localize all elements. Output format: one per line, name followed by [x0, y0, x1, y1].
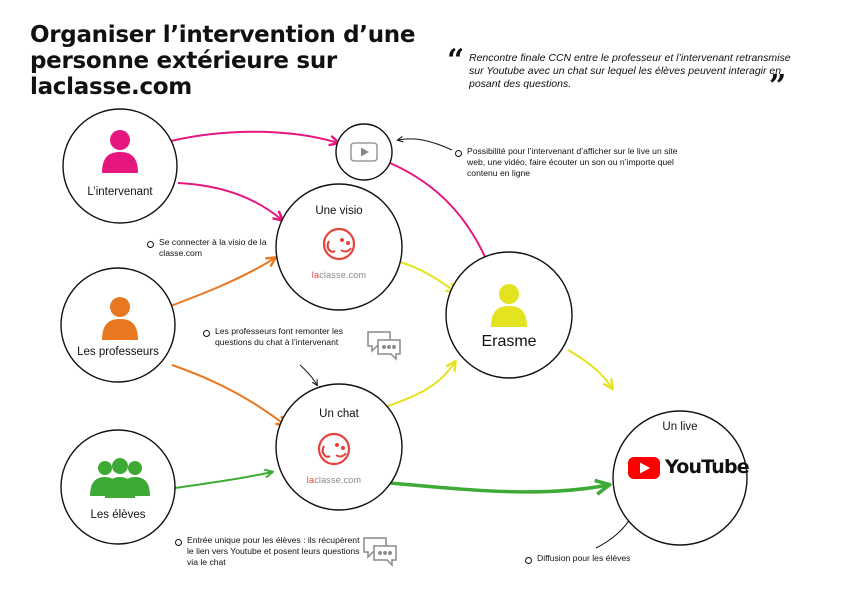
laclasse-wordmark: laclasse.com — [311, 270, 367, 280]
arrow-profs-to-chat — [171, 364, 285, 425]
arrow-eleves-to-chat — [174, 472, 272, 489]
chat-bubbles-icon — [363, 537, 397, 567]
quote-text: Rencontre finale CCN entre le professeur… — [469, 52, 791, 90]
arrow-profs-to-visio — [159, 258, 275, 311]
person-icon — [102, 130, 138, 173]
youtube-logo-icon — [628, 457, 660, 479]
note-profs-questions: Les professeurs font remonter les questi… — [215, 326, 344, 347]
label-professeurs: Les professeurs — [77, 346, 159, 358]
bullet-icon — [525, 557, 532, 564]
laclasse-wordmark: laclasse.com — [306, 475, 362, 485]
bullet-icon — [175, 539, 182, 546]
note-eleves-entry: Entrée unique pour les élèves : ils récu… — [187, 535, 360, 567]
annotation-arrow-chat — [299, 364, 317, 385]
arrow-video-to-erasme — [389, 162, 490, 268]
arrow-intervenant-to-visio — [177, 182, 282, 220]
annotation-arrow-diffusion — [595, 515, 632, 549]
bullet-icon — [455, 150, 462, 157]
note-diffusion: Diffusion pour les élèves — [537, 553, 631, 563]
arrow-erasme-to-live — [567, 349, 612, 388]
note-visio-connect: Se connecter à la visio de la classe.com — [159, 237, 267, 258]
label-visio: Une visio — [315, 205, 363, 217]
play-icon — [350, 142, 378, 162]
annotation-arrow-video — [398, 139, 453, 151]
label-intervenant: L’intervenant — [87, 186, 153, 198]
person-icon — [491, 284, 527, 327]
note-intervenant-content: Possibilité pour l’intervenant d’affiche… — [467, 146, 678, 178]
close-quote-mark: ” — [769, 69, 787, 104]
bullet-icon — [203, 330, 210, 337]
label-eleves: Les élèves — [90, 509, 146, 521]
youtube-wordmark: YouTube — [665, 456, 750, 478]
label-chat: Un chat — [319, 408, 359, 420]
chat-bubbles-icon — [367, 331, 401, 361]
page-title: Organiser l’intervention d’une personne … — [30, 22, 416, 100]
node-live — [612, 410, 748, 546]
laclasse-logo-icon — [317, 432, 351, 466]
laclasse-logo-icon — [322, 227, 356, 261]
node-chat — [275, 383, 403, 511]
bullet-icon — [147, 241, 154, 248]
group-icon — [90, 458, 150, 498]
label-live: Un live — [662, 421, 698, 433]
arrow-visio-to-erasme — [399, 261, 455, 292]
person-icon — [102, 297, 138, 340]
node-visio — [275, 183, 403, 311]
label-erasme: Erasme — [481, 333, 537, 350]
arrow-intervenant-to-video — [162, 130, 338, 143]
arrow-chat-to-erasme — [384, 362, 455, 408]
open-quote-mark: “ — [447, 43, 465, 78]
arrow-chat-to-live — [389, 483, 608, 492]
